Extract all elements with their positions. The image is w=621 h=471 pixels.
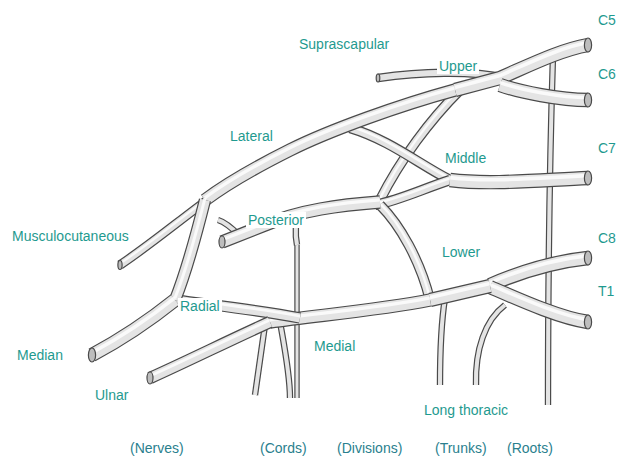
nerve-label: Suprascapular	[297, 36, 391, 52]
nerve-label: Ulnar	[93, 387, 130, 403]
nerve-cut-end	[376, 74, 380, 82]
nerve-outline	[280, 322, 290, 398]
nerve-body	[380, 205, 430, 300]
nerve-body	[150, 322, 270, 378]
nerve-highlight	[380, 203, 430, 298]
nerve-body	[430, 286, 490, 300]
nerve-label: Lateral	[228, 128, 275, 144]
nerve-label: Middle	[443, 150, 488, 166]
nerve-cut-end	[584, 171, 591, 185]
level-label: (Roots)	[505, 440, 555, 456]
nerve-outline	[150, 322, 270, 378]
level-label: (Divisions)	[335, 440, 404, 456]
nerve-cut-end	[88, 348, 95, 362]
nerve-body	[476, 305, 505, 385]
nerve-cut-end	[147, 372, 153, 384]
nerve-cut-end	[118, 261, 122, 270]
nerve-outline	[205, 90, 455, 200]
nerve-highlight	[500, 83, 588, 98]
nerve-label: C6	[596, 66, 618, 82]
nerve-highlight	[430, 284, 490, 298]
nerve-label: Median	[15, 347, 65, 363]
nerve-outline	[350, 128, 450, 180]
nerve-outline	[440, 298, 445, 385]
nerve-label: T1	[596, 283, 616, 299]
level-label: (Cords)	[258, 440, 309, 456]
nerve-outline	[380, 205, 430, 300]
nerve-outline	[548, 55, 553, 405]
nerve-body	[280, 322, 290, 398]
nerve-highlight	[205, 88, 455, 198]
nerve-body	[490, 258, 588, 285]
level-label: (Trunks)	[433, 440, 489, 456]
nerve-label: Posterior	[246, 212, 306, 228]
nerve-label: Lower	[440, 244, 482, 260]
nerve-outline	[222, 202, 380, 242]
nerve-body	[255, 325, 265, 395]
nerve-highlight	[222, 200, 380, 240]
nerve-group	[88, 38, 591, 405]
nerve-body	[205, 90, 455, 200]
nerve-cut-end	[584, 315, 591, 329]
nerve-label: C8	[596, 230, 618, 246]
nerve-label: Radial	[178, 298, 222, 314]
nerve-label: Upper	[437, 58, 479, 74]
nerve-body	[548, 55, 553, 405]
nerve-cut-end	[584, 38, 591, 52]
nerve-highlight	[150, 320, 270, 376]
nerve-body	[350, 128, 450, 180]
nerve-highlight	[450, 176, 588, 180]
nerve-highlight	[350, 126, 450, 178]
nerve-cut-end	[584, 251, 591, 265]
nerve-body	[440, 298, 445, 385]
nerve-label: C5	[596, 12, 618, 28]
nerve-cut-end	[584, 93, 591, 107]
nerve-outline	[490, 258, 588, 285]
nerve-highlight	[175, 198, 205, 298]
nerve-highlight	[490, 256, 588, 283]
nerve-label: Musculocutaneous	[10, 228, 131, 244]
nerve-highlight	[92, 298, 175, 353]
nerve-highlight	[375, 178, 450, 203]
nerve-cut-end	[219, 236, 225, 248]
nerve-outline	[430, 286, 490, 300]
nerve-label: Long thoracic	[422, 402, 510, 418]
nerve-highlight	[490, 285, 588, 320]
nerve-label: Medial	[312, 338, 357, 354]
nerve-outline	[255, 325, 265, 395]
level-label: (Nerves)	[128, 440, 186, 456]
nerve-body	[222, 202, 380, 242]
nerve-highlight	[175, 298, 300, 316]
nerve-outline	[476, 305, 505, 385]
nerve-label: C7	[596, 140, 618, 156]
